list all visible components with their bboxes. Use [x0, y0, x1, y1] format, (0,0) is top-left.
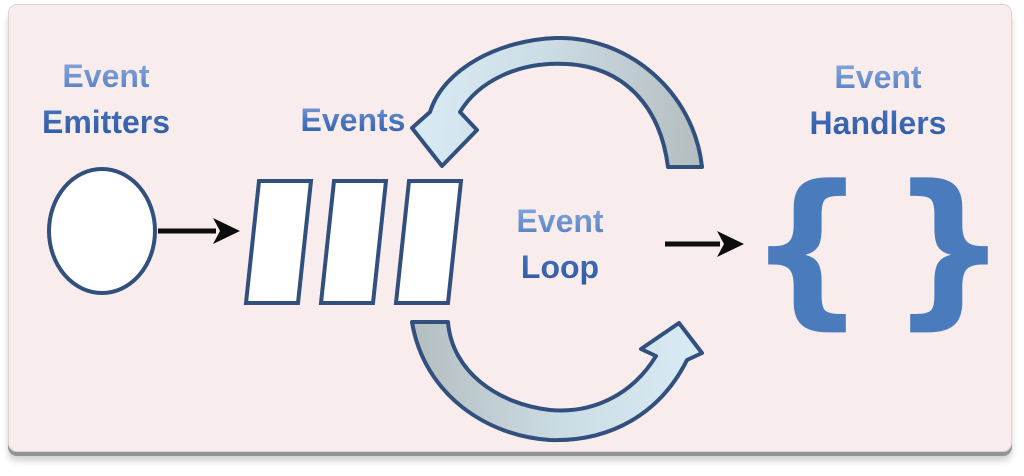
diagram-card [8, 4, 1012, 452]
event-emitter-shape [47, 167, 157, 295]
loop-arrow-top [410, 35, 704, 169]
open-brace-icon: { [747, 149, 867, 345]
event-emitters-label: Event Emitters [15, 53, 197, 145]
event-handlers-label: Event Handlers [775, 54, 981, 146]
arrow-head-icon [213, 218, 240, 244]
event-queue [243, 179, 464, 305]
events-queue-label-text: Events [300, 102, 406, 138]
queue-item-2 [318, 179, 389, 305]
arrow-loop-to-handlers [665, 231, 744, 257]
queue-item-3 [393, 179, 464, 305]
arrow-head-icon [717, 231, 744, 257]
event-handlers-label-line1: Event [834, 59, 922, 95]
queue-item-1 [243, 179, 314, 305]
events-queue-label: Events [272, 97, 434, 143]
event-loop-label-line2: Loop [520, 249, 600, 285]
event-emitters-label-line2: Emitters [41, 104, 171, 140]
close-brace-icon: } [889, 149, 1009, 345]
event-loop-label: Event Loop [478, 198, 642, 290]
event-loop-label-line1: Event [516, 203, 604, 239]
loop-arrow-bottom [410, 320, 704, 443]
arrow-emitters-to-queue [158, 218, 240, 244]
event-emitters-label-line1: Event [62, 58, 150, 94]
event-handlers-label-line2: Handlers [809, 105, 947, 141]
